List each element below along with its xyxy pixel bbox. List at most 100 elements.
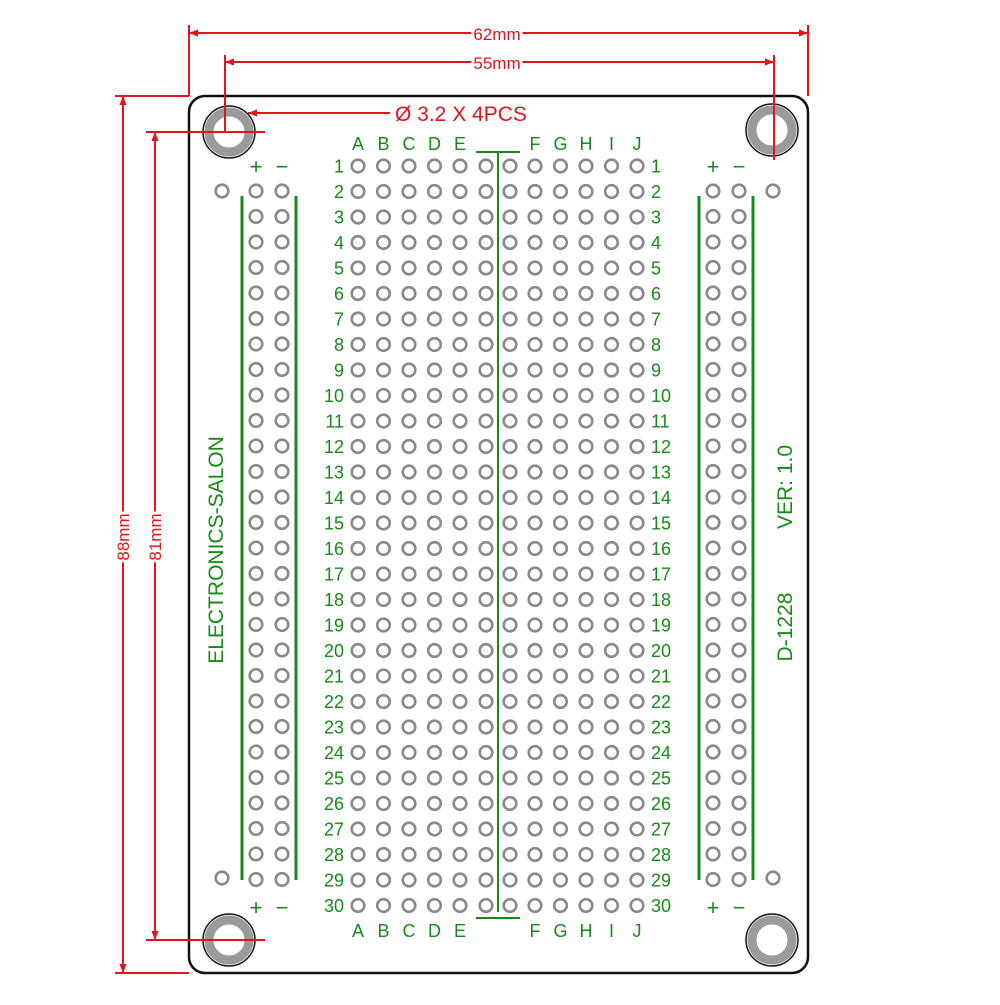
column-label-bottom-B: B	[377, 921, 389, 941]
pad-J7	[629, 311, 645, 327]
pad-B6	[375, 285, 392, 302]
pad-center-right-30	[502, 897, 518, 914]
row-label-left-19: 19	[324, 616, 344, 636]
rail-right-minus-pad	[731, 336, 747, 352]
rail-right-minus-pad	[731, 744, 747, 760]
rail-left-minus-pad	[274, 259, 290, 276]
row-label-left-18: 18	[324, 590, 344, 610]
pad-center-right-24	[502, 744, 518, 761]
pad-C23	[401, 719, 417, 735]
pad-G26	[552, 795, 569, 812]
rail-left-plus-pad	[248, 361, 264, 378]
column-label-top-G: G	[553, 134, 567, 154]
pad-J14	[629, 489, 645, 506]
pad-D10	[426, 387, 443, 404]
pad-center-left-16	[478, 540, 494, 557]
pad-F17	[527, 566, 543, 582]
pad-J23	[629, 719, 645, 735]
pad-H27	[578, 821, 594, 837]
pad-C20	[401, 642, 417, 659]
rail-right-minus-pad	[731, 463, 747, 480]
row-label-left-24: 24	[324, 743, 344, 763]
pad-H21	[578, 668, 594, 684]
pad-E18	[452, 591, 468, 608]
pad-A6	[350, 285, 366, 302]
row-label-left-17: 17	[324, 565, 344, 585]
pad-B5	[375, 260, 392, 276]
rail-right-minus-pad	[731, 361, 747, 378]
pad-I20	[603, 642, 620, 659]
pad-H4	[578, 234, 594, 251]
pad-G11	[552, 413, 569, 429]
pad-A16	[350, 540, 366, 557]
rail-left-minus-pad	[274, 438, 290, 454]
pad-H7	[578, 311, 594, 327]
pad-F1	[527, 158, 543, 174]
pad-E1	[452, 158, 468, 174]
pad-center-left-22	[478, 693, 494, 710]
pad-G14	[552, 489, 569, 506]
dim-55-label: 55mm	[473, 54, 520, 73]
pad-center-right-7	[502, 311, 518, 327]
pad-D14	[426, 489, 443, 506]
pad-E16	[452, 540, 468, 557]
pad-center-right-16	[502, 540, 518, 557]
pad-A25	[350, 770, 366, 786]
pad-E23	[452, 719, 468, 735]
rail-right-plus-pad	[705, 642, 721, 658]
pad-center-right-28	[502, 846, 518, 863]
pad-B24	[375, 744, 392, 761]
pad-C29	[401, 872, 417, 888]
rail-right-minus-pad	[731, 310, 747, 327]
pad-A1	[350, 158, 366, 174]
rail-left-plus-pad	[248, 616, 264, 633]
pad-C3	[401, 209, 417, 225]
pad-I1	[603, 158, 620, 174]
column-label-top-I: I	[609, 134, 614, 154]
rail-left-minus-pad	[274, 820, 290, 837]
rail-right-plus-pad	[705, 820, 721, 837]
pad-I15	[603, 515, 620, 531]
rail-right-plus-pad	[705, 540, 721, 556]
pad-J5	[629, 260, 645, 276]
pad-I12	[603, 438, 620, 455]
pad-B14	[375, 489, 392, 506]
pad-E26	[452, 795, 468, 812]
rail-right-minus-pad	[731, 234, 747, 250]
pad-E29	[452, 872, 468, 888]
pad-A17	[350, 566, 366, 582]
pad-B22	[375, 693, 392, 710]
rail-left-plus-pad	[248, 183, 264, 199]
pad-J30	[629, 897, 645, 914]
pad-H29	[578, 872, 594, 888]
pad-I11	[603, 413, 620, 429]
rail-right-minus-pad	[731, 540, 747, 556]
pad-B7	[375, 311, 392, 327]
rail-left-plus-pad	[248, 540, 264, 556]
pad-center-left-30	[478, 897, 494, 914]
row-label-left-10: 10	[324, 386, 344, 406]
pad-A26	[350, 795, 366, 812]
pad-J26	[629, 795, 645, 812]
mount-hole-top-right	[745, 103, 799, 157]
rail-right-plus-pad	[705, 795, 721, 811]
pad-A19	[350, 617, 366, 633]
pad-B20	[375, 642, 392, 659]
pad-F6	[527, 285, 543, 302]
rail-left-minus-pad	[274, 540, 290, 556]
row-label-right-16: 16	[651, 539, 671, 559]
pad-I27	[603, 821, 620, 837]
mount-hole-label: Ø 3.2 X 4PCS	[395, 103, 527, 126]
pad-A20	[350, 642, 366, 659]
pad-G19	[552, 617, 569, 633]
row-label-left-29: 29	[324, 871, 344, 891]
row-label-left-28: 28	[324, 845, 344, 865]
rail-left-plus-pad	[248, 871, 264, 888]
pad-J13	[629, 464, 645, 480]
pad-C12	[401, 438, 417, 455]
pad-D11	[426, 413, 443, 429]
rail-left-plus-pad	[248, 565, 264, 582]
pad-G22	[552, 693, 569, 710]
pad-J18	[629, 591, 645, 608]
rail-left-minus-pad	[274, 846, 290, 862]
